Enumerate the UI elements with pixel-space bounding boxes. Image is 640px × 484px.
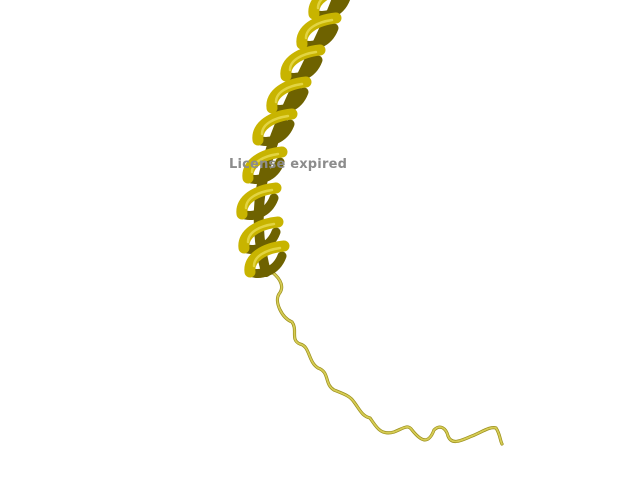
license-watermark: License expired (229, 157, 348, 172)
helix-ribbon-front (244, 240, 290, 278)
helix-highlight (316, 0, 323, 10)
helix-ribbon-front (252, 108, 298, 146)
helix-ribbon-front (280, 44, 326, 82)
helix-highlight (250, 152, 280, 174)
helix-turn (266, 76, 312, 114)
helix-turn (236, 182, 282, 220)
helix-highlight (260, 114, 290, 136)
helix-highlight (304, 18, 334, 40)
helix-highlight (274, 82, 304, 104)
helix-highlight (244, 188, 274, 210)
helix-turn (252, 108, 298, 146)
helix-ribbon-front (308, 0, 328, 20)
helix-turn (242, 146, 288, 184)
alpha-helix (236, 0, 351, 278)
random-coil-tail (270, 270, 504, 446)
helix-highlight (288, 50, 318, 72)
helix-highlight (252, 246, 282, 268)
helix-ribbon-front (242, 146, 288, 184)
helix-ribbon-front (266, 76, 312, 114)
coil-strand (271, 271, 503, 445)
helix-turn (296, 12, 342, 50)
helix-ribbon-front (236, 182, 282, 220)
coil-outline (270, 270, 504, 446)
helix-turn (280, 44, 326, 82)
helix-turn (244, 240, 290, 278)
helix-ribbon-front (296, 12, 342, 50)
helix-highlight (246, 222, 276, 244)
helix-ribbon-front (238, 216, 284, 254)
